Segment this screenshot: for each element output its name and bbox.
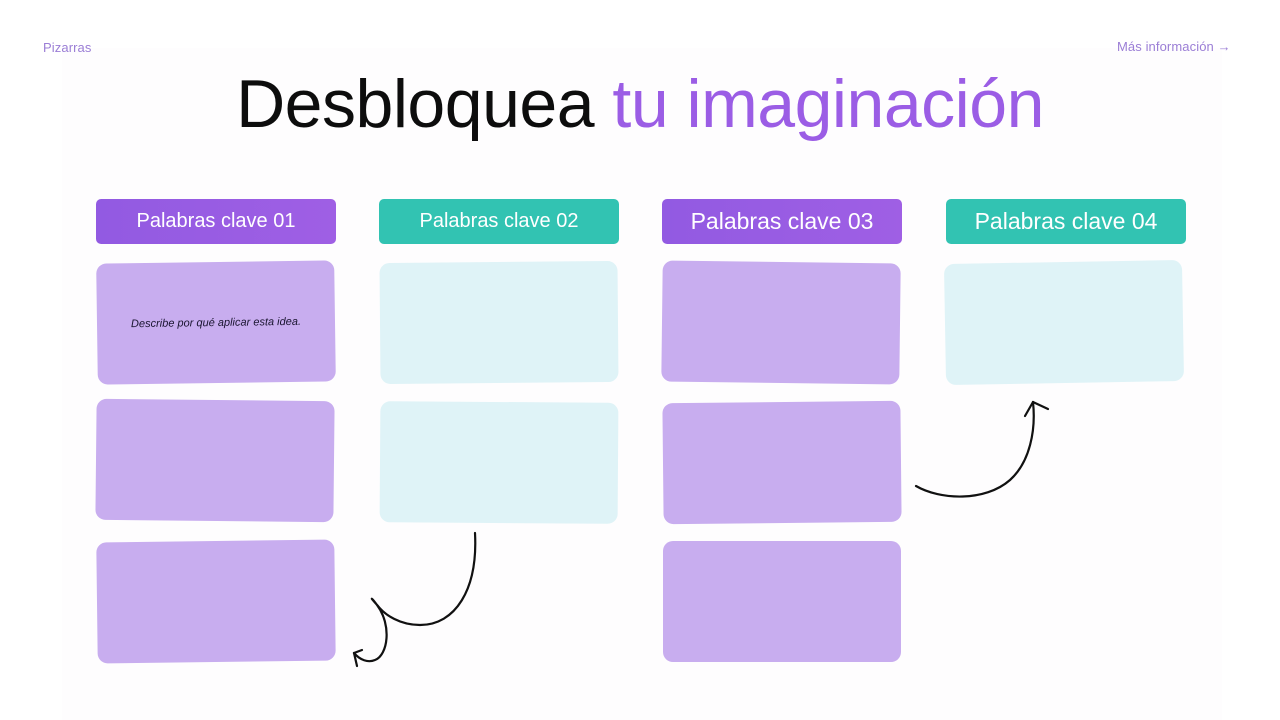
column-header-03[interactable]: Palabras clave 03 (662, 199, 902, 244)
column-header-02[interactable]: Palabras clave 02 (379, 199, 619, 244)
sticky-note-col2-1[interactable] (379, 260, 619, 385)
sticky-note-col3-3[interactable] (663, 541, 901, 662)
sticky-note-col1-1[interactable]: Describe por qué aplicar esta idea. (96, 260, 336, 385)
title-part-accent: tu imaginación (612, 66, 1044, 142)
column-header-01[interactable]: Palabras clave 01 (96, 199, 336, 244)
sticky-note-col1-2[interactable] (95, 398, 335, 523)
title-part-dark: Desbloquea (236, 66, 613, 142)
sticky-note-col2-2[interactable] (379, 401, 619, 524)
sticky-note-col3-2[interactable] (662, 400, 902, 525)
sticky-note-col3-1[interactable] (661, 260, 901, 385)
page-title: Desbloquea tu imaginación (0, 62, 1280, 146)
more-info-link[interactable]: Más información → (1117, 39, 1231, 54)
pizarras-link[interactable]: Pizarras (43, 40, 92, 55)
column-header-04[interactable]: Palabras clave 04 (946, 199, 1186, 244)
sticky-note-col4-1[interactable] (943, 259, 1185, 386)
sticky-note-col1-3[interactable] (96, 539, 336, 664)
sticky-note-text: Describe por qué aplicar esta idea. (130, 315, 302, 330)
